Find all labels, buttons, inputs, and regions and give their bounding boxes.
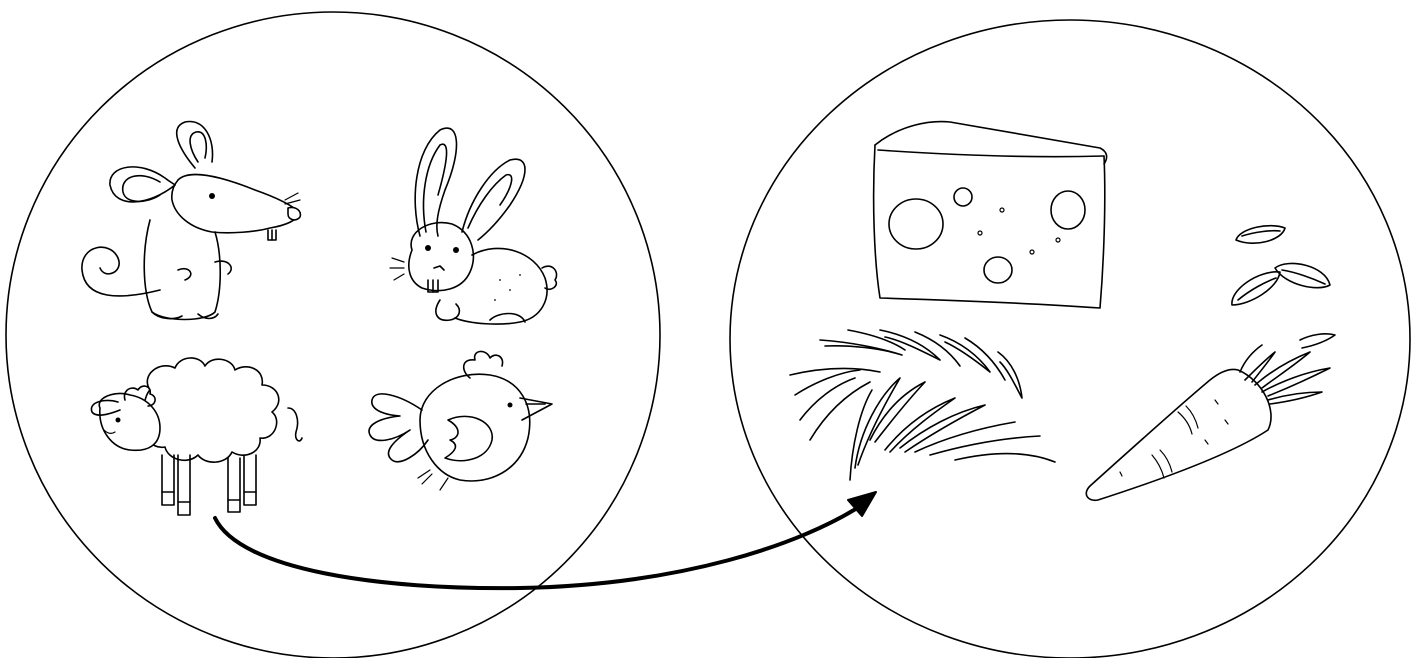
cheese-icon[interactable] — [874, 122, 1107, 308]
rabbit-icon[interactable] — [390, 128, 557, 324]
animals-circle — [6, 12, 660, 658]
carrot-icon[interactable] — [1086, 334, 1335, 501]
sheep-icon[interactable] — [91, 358, 302, 515]
mouse-icon[interactable] — [82, 122, 300, 320]
match-arrow[interactable] — [215, 492, 876, 588]
bird-icon[interactable] — [369, 351, 552, 490]
foods-circle — [730, 20, 1410, 658]
grass-icon[interactable] — [790, 330, 1055, 480]
seeds-icon[interactable] — [1232, 226, 1330, 305]
